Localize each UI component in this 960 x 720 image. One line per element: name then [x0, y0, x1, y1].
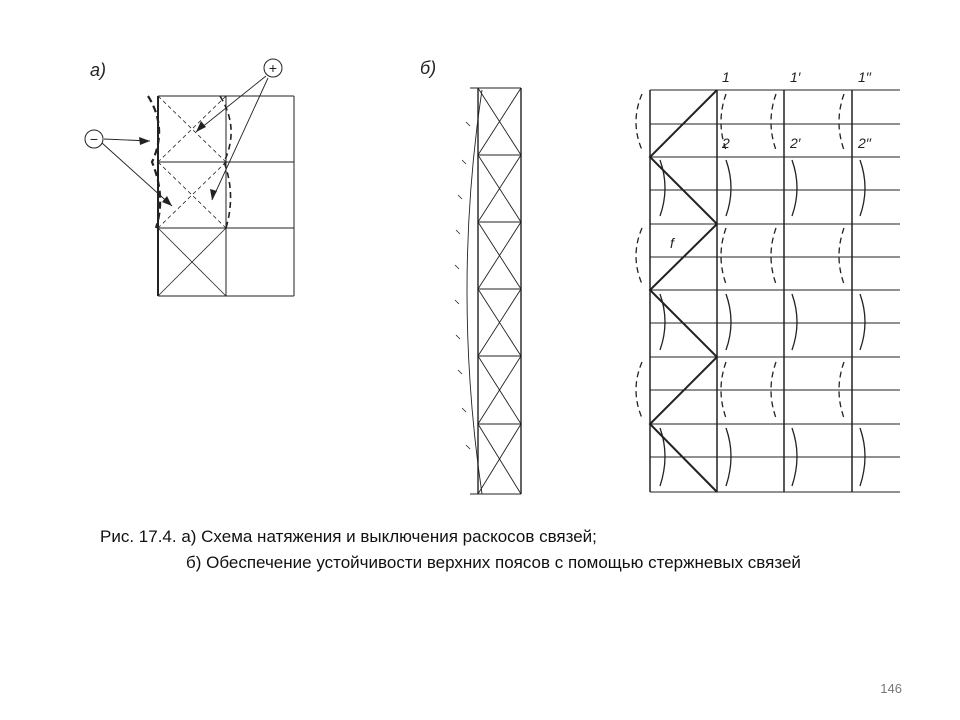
minus-sign: − [90, 131, 98, 147]
plus-marker [263, 58, 283, 78]
panel-a: а) + − [84, 58, 295, 297]
caption-line-2: б) Обеспечение устойчивости верхних пояс… [186, 553, 801, 572]
panel-b-grid: 1 1′ 1′′ 2 2′ 2′′ f [635, 69, 900, 493]
panel-b-label: б) [420, 58, 436, 78]
node-label-2-prime: 2′ [789, 135, 802, 151]
caption-line-1: Рис. 17.4. а) Схема натяжения и выключен… [100, 527, 597, 546]
panel-a-braces [157, 95, 227, 297]
panel-a-grid [157, 95, 295, 297]
node-label-2: 2 [721, 135, 730, 151]
panel-a-arrows [101, 75, 269, 207]
node-label-f: f [670, 235, 676, 251]
node-label-1-prime: 1′ [790, 69, 802, 85]
panel-b-truss: б) [420, 58, 522, 495]
panel-a-buckled-chord [147, 95, 162, 229]
figure-caption: Рис. 17.4. а) Схема натяжения и выключен… [100, 524, 920, 576]
node-label-1-double-prime: 1′′ [858, 69, 872, 85]
minus-marker [84, 129, 104, 149]
page-number: 146 [880, 681, 902, 696]
panel-a-label: а) [90, 60, 106, 80]
node-label-2-double-prime: 2′′ [857, 135, 872, 151]
node-label-1: 1 [722, 69, 730, 85]
plus-sign: + [269, 60, 277, 76]
buckling-arcs [635, 93, 866, 487]
panel-b-tick-marks [454, 121, 471, 450]
